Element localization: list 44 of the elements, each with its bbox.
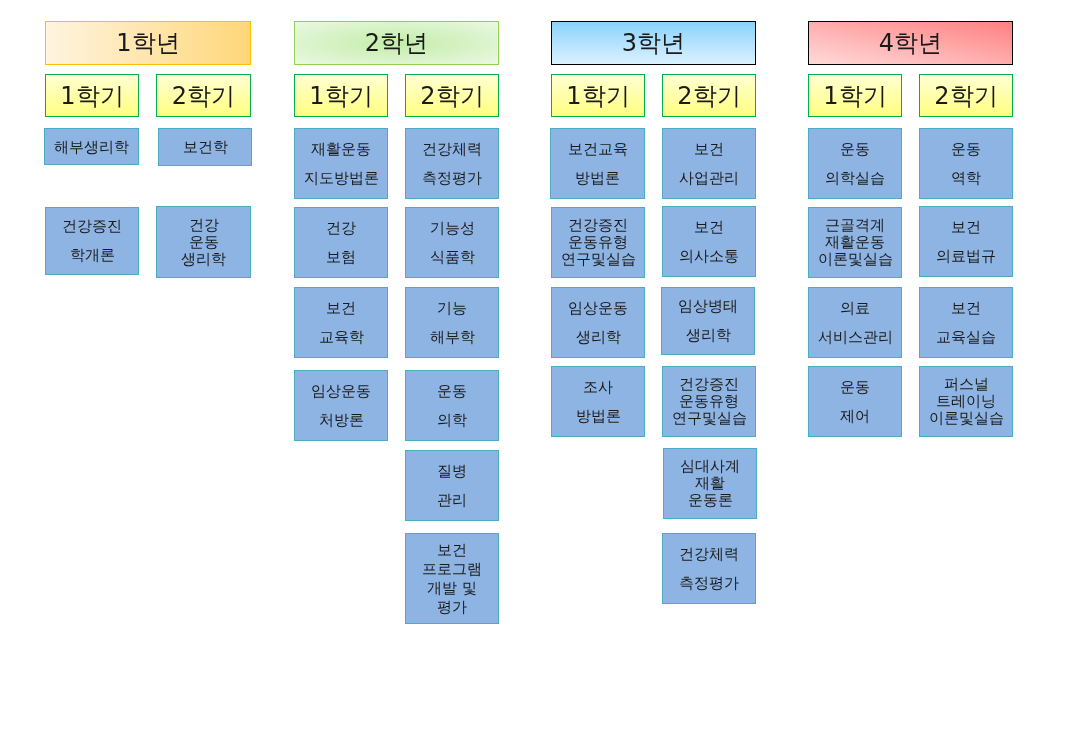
course-box: 운동 의학실습	[808, 128, 902, 199]
year-header: 2학년	[294, 21, 499, 65]
course-box: 보건 교육실습	[919, 287, 1013, 358]
semester-header: 1학기	[551, 74, 645, 117]
course-box: 건강체력 측정평가	[405, 128, 499, 199]
course-box: 기능성 식품학	[405, 207, 499, 278]
course-box: 보건 의사소통	[662, 206, 756, 277]
semester-header: 2학기	[405, 74, 499, 117]
course-box: 건강증진 운동유형 연구및실습	[551, 207, 645, 278]
course-box: 보건 프로그램 개발 및 평가	[405, 533, 499, 624]
semester-header: 1학기	[808, 74, 902, 117]
course-box: 질병 관리	[405, 450, 499, 521]
course-box: 운동 제어	[808, 366, 902, 437]
course-box: 심대사계 재활 운동론	[663, 448, 757, 519]
year-header: 1학년	[45, 21, 251, 65]
course-box: 임상운동 생리학	[551, 287, 645, 358]
semester-header: 1학기	[294, 74, 388, 117]
course-box: 운동 의학	[405, 370, 499, 441]
course-box: 근골격계 재활운동 이론및실습	[808, 207, 902, 278]
course-box: 의료 서비스관리	[808, 287, 902, 358]
year-header: 4학년	[808, 21, 1013, 65]
course-box: 보건 사업관리	[662, 128, 756, 199]
year-header: 3학년	[551, 21, 756, 65]
course-box: 건강증진 학개론	[45, 207, 139, 275]
course-box: 운동 역학	[919, 128, 1013, 199]
course-box: 보건교육 방법론	[550, 128, 645, 199]
course-box: 임상운동 처방론	[294, 370, 388, 441]
course-box: 건강 운동 생리학	[156, 206, 251, 278]
course-box: 보건 의료법규	[919, 206, 1013, 277]
semester-header: 2학기	[156, 74, 251, 117]
course-box: 퍼스널 트레이닝 이론및실습	[919, 366, 1013, 437]
course-box: 임상병태 생리학	[661, 287, 755, 355]
course-box: 재활운동 지도방법론	[294, 128, 388, 199]
course-box: 건강 보험	[294, 207, 388, 278]
course-box: 보건 교육학	[294, 287, 388, 358]
course-box: 해부생리학	[44, 128, 139, 165]
course-box: 건강체력 측정평가	[662, 533, 756, 604]
course-box: 건강증진 운동유형 연구및실습	[662, 366, 756, 437]
course-box: 기능 해부학	[405, 287, 499, 358]
semester-header: 1학기	[45, 74, 139, 117]
course-box: 조사 방법론	[551, 366, 645, 437]
semester-header: 2학기	[919, 74, 1013, 117]
course-box: 보건학	[158, 128, 252, 166]
semester-header: 2학기	[662, 74, 756, 117]
